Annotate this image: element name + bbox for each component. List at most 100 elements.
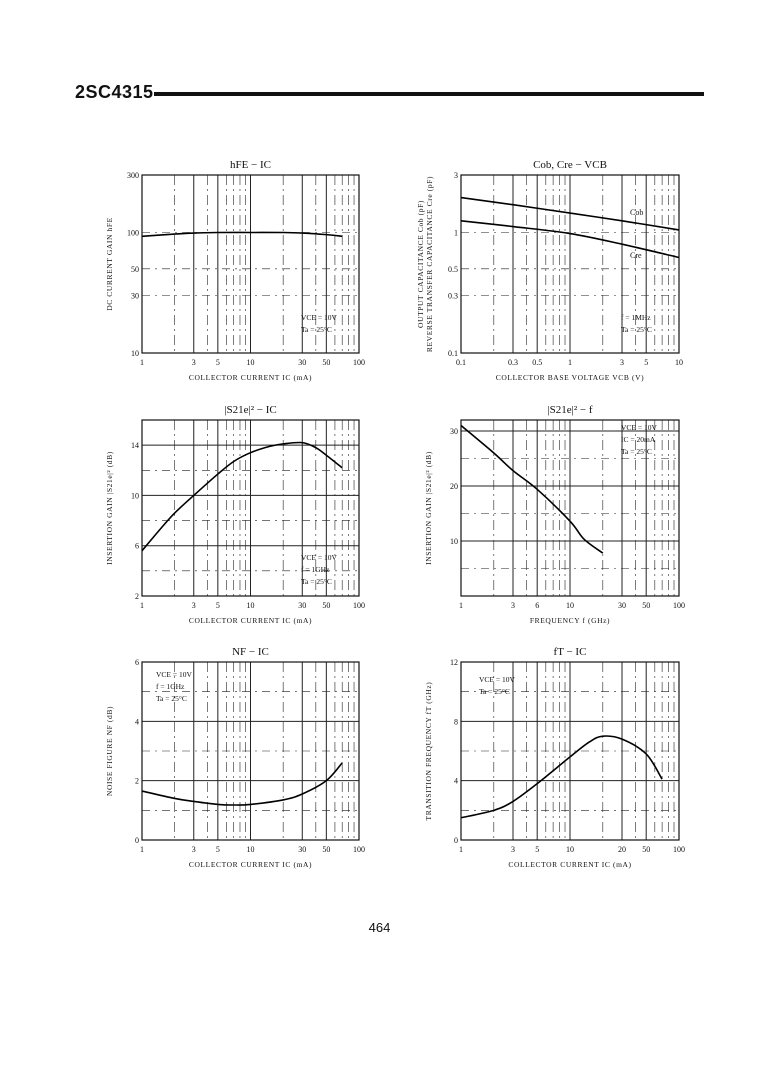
x-tick-label: 100: [353, 601, 365, 610]
y-tick-label: 300: [127, 171, 139, 180]
y-tick-label: 10: [131, 349, 139, 358]
chart-title: |S21e|² − f: [547, 404, 592, 416]
y-tick-label: 12: [450, 658, 458, 667]
y-tick-label: 30: [450, 427, 458, 436]
plot-frame: [460, 174, 680, 354]
chart-title: hFE − IC: [230, 159, 271, 171]
x-axis-label: COLLECTOR CURRENT IC (mA): [189, 373, 312, 382]
y-axis-label: INSERTION GAIN |S21e|² (dB): [105, 451, 114, 565]
x-axis-label: COLLECTOR CURRENT IC (mA): [189, 860, 312, 869]
x-tick-label: 3: [192, 845, 196, 854]
y-tick-label: 30: [131, 292, 139, 301]
page-number: 464: [368, 920, 391, 935]
y-tick-label: 50: [131, 265, 139, 274]
x-tick-label: 1: [459, 845, 463, 854]
part-number: 2SC4315: [75, 82, 154, 102]
y-tick-label: 2: [135, 592, 139, 601]
x-tick-label: 3: [192, 358, 196, 367]
condition-note: Ta = 25°C: [301, 577, 332, 586]
x-tick-label: 30: [298, 358, 306, 367]
grid: [461, 420, 679, 596]
x-tick-label: 50: [642, 601, 650, 610]
y-tick-label: 0: [454, 836, 458, 845]
condition-note: IC = 20mA: [621, 435, 656, 444]
x-tick-label: 20: [618, 845, 626, 854]
x-tick-label: 100: [673, 845, 685, 854]
x-tick-label: 50: [322, 845, 330, 854]
x-tick-label: 6: [535, 601, 539, 610]
condition-note: Ta = 25°C: [621, 447, 652, 456]
condition-note: Ta = 25°C: [301, 325, 332, 334]
y-tick-label: 14: [131, 441, 139, 450]
x-tick-label: 50: [322, 358, 330, 367]
x-tick-label: 30: [298, 845, 306, 854]
series-line: [460, 424, 604, 554]
y-tick-label: 3: [454, 171, 458, 180]
x-tick-label: 0.3: [508, 358, 518, 367]
header-rule: [154, 92, 704, 96]
x-tick-label: 50: [322, 601, 330, 610]
condition-note: VCE = 10V: [621, 423, 657, 432]
series-line-cre: [460, 220, 680, 259]
x-tick-label: 3: [620, 358, 624, 367]
x-tick-label: 1: [568, 358, 572, 367]
y-tick-label: 20: [450, 482, 458, 491]
x-tick-label: 100: [673, 601, 685, 610]
y-tick-label: 0.5: [448, 265, 458, 274]
x-axis-label: COLLECTOR CURRENT IC (mA): [508, 860, 631, 869]
x-tick-label: 5: [535, 845, 539, 854]
y-tick-label: 0.3: [448, 292, 458, 301]
grid: [142, 662, 359, 840]
y-tick-label: 0: [135, 836, 139, 845]
condition-note: VCE = 10V: [301, 313, 337, 322]
condition-note: f = 1GHz: [301, 565, 330, 574]
y-tick-label: 1: [454, 228, 458, 237]
y-axis-label: INSERTION GAIN |S21e|² (dB): [424, 451, 433, 565]
x-tick-label: 3: [511, 845, 515, 854]
x-tick-label: 100: [353, 358, 365, 367]
chart-title: NF − IC: [232, 646, 269, 658]
y-tick-label: 100: [127, 228, 139, 237]
condition-note: Ta = 25°C: [479, 687, 510, 696]
y-tick-label: 6: [135, 658, 139, 667]
y-tick-label: 4: [135, 717, 139, 726]
x-axis-label: COLLECTOR BASE VOLTAGE VCB (V): [496, 373, 644, 382]
x-tick-label: 3: [511, 601, 515, 610]
x-tick-label: 30: [618, 601, 626, 610]
grid: [142, 420, 359, 596]
x-tick-label: 10: [247, 845, 255, 854]
series-line-cob: [460, 196, 680, 231]
series-line: [141, 231, 343, 238]
chart-title: fT − IC: [554, 646, 587, 658]
y-tick-label: 2: [135, 777, 139, 786]
x-tick-label: 1: [140, 601, 144, 610]
plot-frame: [141, 661, 360, 841]
condition-note: f = 1MHz: [621, 313, 651, 322]
condition-note: VCE = 10V: [479, 675, 515, 684]
x-tick-label: 1: [140, 845, 144, 854]
y-axis-label: NOISE FIGURE NF (dB): [105, 706, 114, 796]
y-tick-label: 8: [454, 717, 458, 726]
x-tick-label: 1: [459, 601, 463, 610]
x-tick-label: 3: [192, 601, 196, 610]
condition-note: Ta = 25°C: [621, 325, 652, 334]
plot-frame: [460, 661, 680, 841]
y-axis-label: REVERSE TRANSFER CAPACITANCE Cre (pF): [425, 176, 434, 352]
x-tick-label: 0.5: [532, 358, 542, 367]
y-tick-label: 10: [131, 491, 139, 500]
y-tick-label: 0.1: [448, 349, 458, 358]
chart-title: |S21e|² − IC: [224, 404, 276, 416]
y-axis-label: TRANSITION FREQUENCY fT (GHz): [424, 682, 433, 821]
x-axis-label: FREQUENCY f (GHz): [530, 616, 610, 625]
y-tick-label: 4: [454, 777, 458, 786]
series-label: Cob: [630, 208, 643, 217]
series-label: Cre: [630, 251, 642, 260]
x-tick-label: 10: [247, 358, 255, 367]
plot-frame: [141, 419, 360, 597]
x-tick-label: 10: [675, 358, 683, 367]
y-tick-label: 10: [450, 537, 458, 546]
